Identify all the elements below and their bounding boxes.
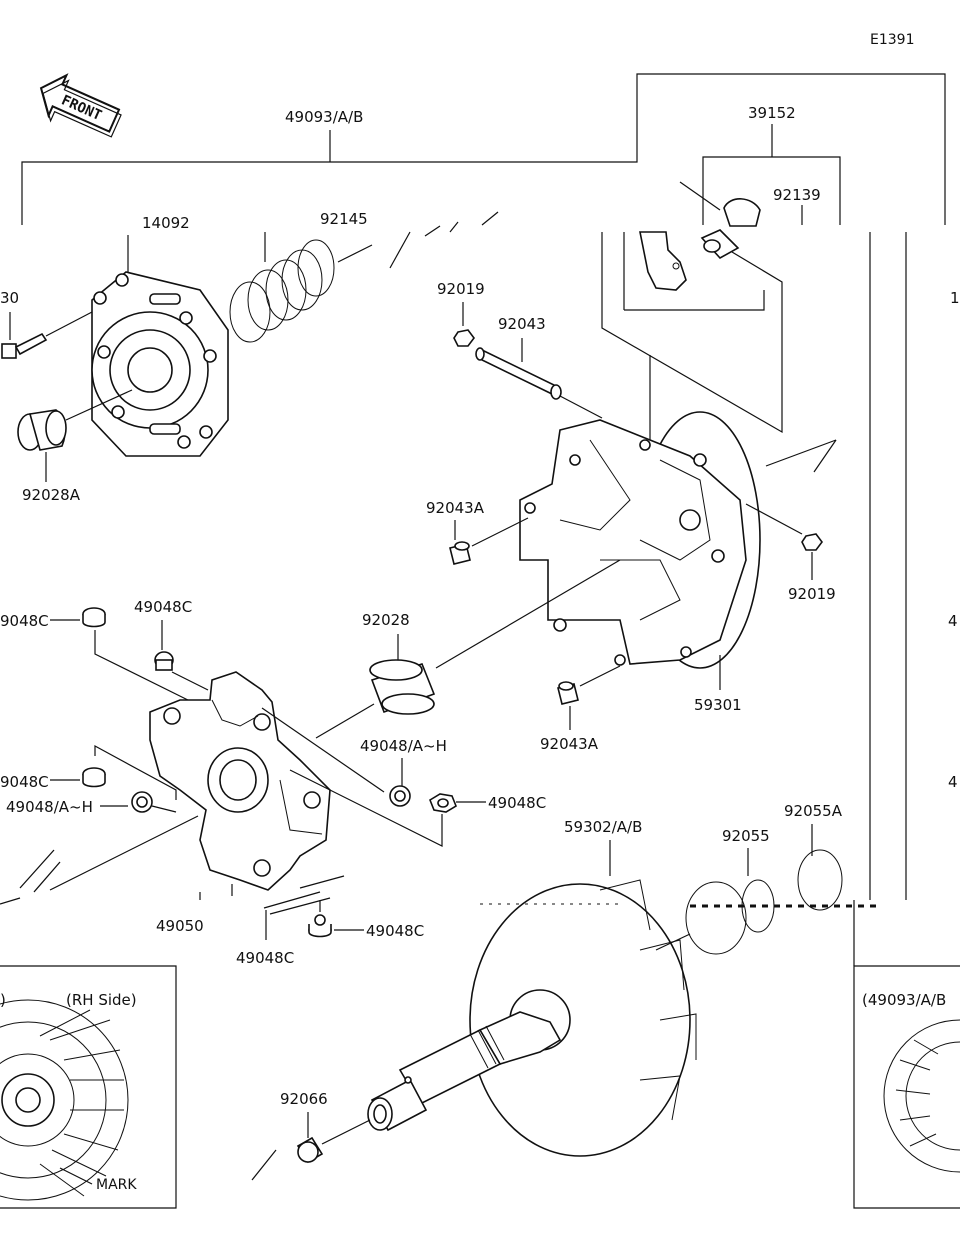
- cap-49048c-top: [154, 651, 174, 671]
- plug-92066: [296, 1136, 324, 1164]
- diagram-code: E1391: [870, 32, 914, 48]
- inset-rh-side: [0, 965, 177, 1209]
- label-14092: 14092: [142, 214, 190, 232]
- label-49048c-bottom2: 49048C: [366, 922, 424, 940]
- label-92139: 92139: [773, 186, 821, 204]
- cap-49048c-left1: [82, 607, 106, 628]
- moveable-sheave-59301: [519, 411, 761, 669]
- label-59301: 59301: [694, 696, 742, 714]
- o-ring-92055a: [797, 849, 843, 911]
- pin-92043a-top: [449, 541, 471, 565]
- bracket-39152: [702, 124, 841, 225]
- label-30: 30: [0, 289, 19, 307]
- inset-left-paren: ): [0, 991, 6, 1009]
- cap-49048c-bottom: [308, 914, 332, 938]
- label-92043a-top: 92043A: [426, 499, 485, 517]
- spring-92145: [229, 239, 335, 343]
- bushing-92028a: [17, 409, 67, 451]
- o-ring-92055: [685, 879, 775, 955]
- label-49050: 49050: [156, 917, 204, 935]
- fixed-sheave-59302: [367, 879, 697, 1157]
- label-92019-right: 92019: [788, 585, 836, 603]
- edge-label-3: 4: [948, 773, 958, 791]
- inset-left-mark: MARK: [96, 1177, 137, 1193]
- label-49048ah-right: 49048/A~H: [360, 737, 447, 755]
- label-92055: 92055: [722, 827, 770, 845]
- bolt-30: [1, 332, 48, 359]
- nut-49048c-right: [429, 793, 457, 813]
- label-59302: 59302/A/B: [564, 818, 642, 836]
- pin-92043: [475, 347, 562, 400]
- label-49048ah-left: 49048/A~H: [6, 798, 93, 816]
- label-39152: 39152: [748, 104, 796, 122]
- label-49048c-bottom: 49048C: [236, 949, 294, 967]
- cap-49048ah-right: [389, 785, 411, 807]
- label-49093: 49093/A/B: [285, 108, 363, 126]
- label-49048c-left1: 9048C: [0, 612, 49, 630]
- inset-right-title: (49093/A/B: [862, 991, 946, 1009]
- weight-arm-part: [601, 181, 783, 440]
- cover-plate-14092: [91, 271, 229, 457]
- label-92019-top: 92019: [437, 280, 485, 298]
- dashed-band: [480, 903, 880, 908]
- front-direction-arrow-icon: FRONT: [39, 73, 122, 138]
- label-92066: 92066: [280, 1090, 328, 1108]
- inset-left-title: (RH Side): [66, 991, 137, 1009]
- cap-49048c-left2: [82, 767, 106, 788]
- edge-label-1: 1: [950, 289, 960, 307]
- bracket-49093: [21, 73, 946, 900]
- label-92145: 92145: [320, 210, 368, 228]
- bushing-92028: [369, 659, 436, 715]
- hatch-lines-left: [0, 815, 199, 905]
- inset-49093-right: [853, 900, 960, 1209]
- housing-49050: [149, 671, 331, 891]
- cap-49048ah-left: [131, 791, 153, 813]
- label-49048c-left2: 9048C: [0, 773, 49, 791]
- nut-92019-top: [453, 329, 475, 347]
- label-92028: 92028: [362, 611, 410, 629]
- pin-92043a-bottom: [557, 681, 579, 705]
- nut-92019-right: [801, 533, 823, 551]
- label-92028a: 92028A: [22, 486, 81, 504]
- label-49048c-top: 49048C: [134, 598, 192, 616]
- label-92055a: 92055A: [784, 802, 843, 820]
- label-49048c-right: 49048C: [488, 794, 546, 812]
- label-92043: 92043: [498, 315, 546, 333]
- edge-label-2: 4: [948, 612, 958, 630]
- label-92043a-bottom: 92043A: [540, 735, 599, 753]
